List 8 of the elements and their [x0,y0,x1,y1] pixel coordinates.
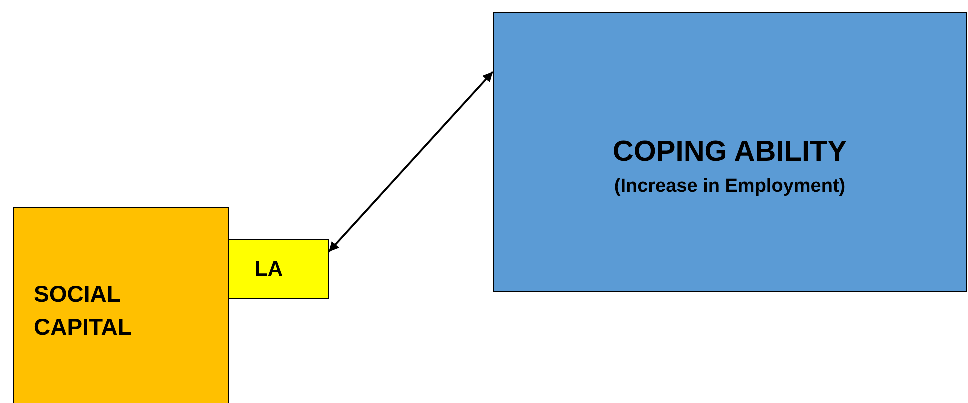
node-title: SOCIAL CAPITAL [34,280,133,342]
node-title: LA [254,257,284,283]
node-subtitle: (Increase in Employment) [613,175,847,199]
outcome-box [493,12,967,292]
label-box [228,239,329,299]
arrow [328,71,494,253]
concept-box [13,207,229,403]
node-title: COPING ABILITY [612,135,848,170]
